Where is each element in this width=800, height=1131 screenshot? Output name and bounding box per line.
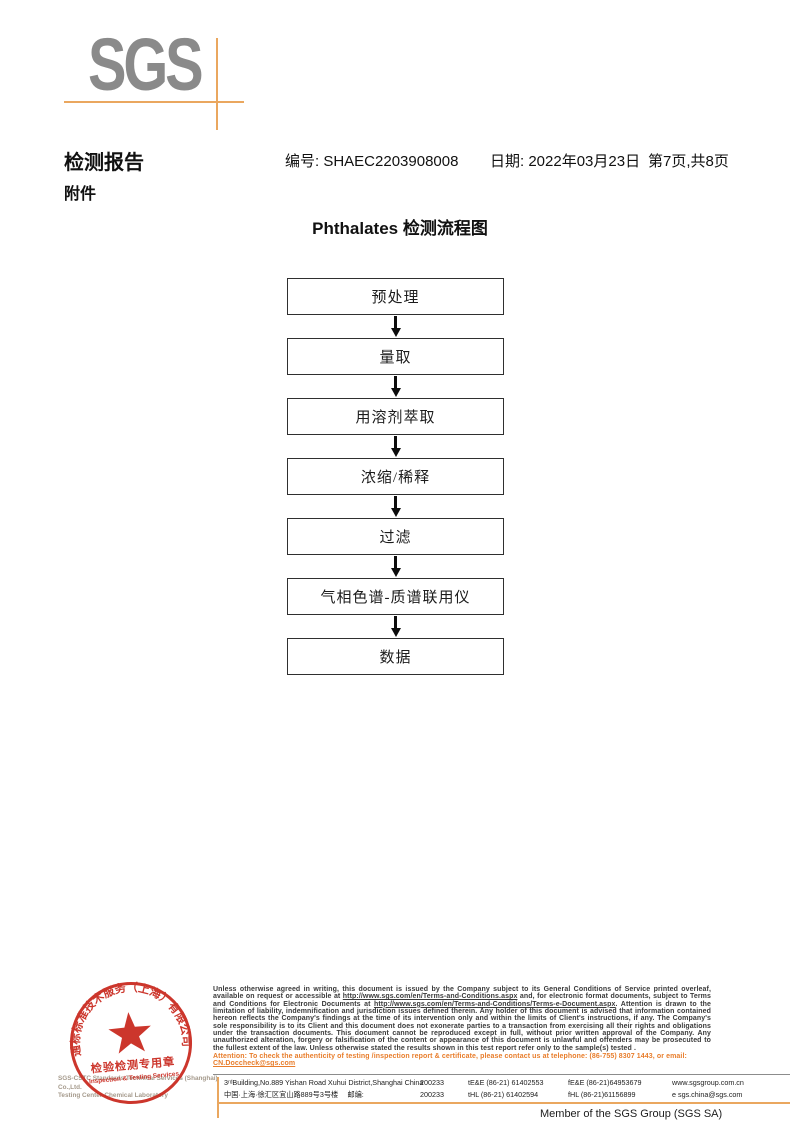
street-address-cn: 中国·上海·徐汇区宜山路889号3号楼 邮编: [224, 1089, 364, 1099]
report-title: 检测报告 [64, 152, 144, 174]
doccheck-email-link[interactable]: CN.Doccheck@sgs.com [213, 1060, 296, 1068]
logo-horizontal-rule [64, 101, 244, 103]
flow-step-gcms: 气相色谱-质谱联用仪 [287, 578, 504, 615]
company-lab-line: Testing Center-Chemical Laboratory [58, 1092, 168, 1100]
postal-code: 200233 [420, 1078, 444, 1087]
flow-step-data: 数据 [287, 638, 504, 675]
terms-disclaimer: Unless otherwise agreed in writing, this… [213, 986, 711, 1068]
attention-text: Attention: To check the authenticity of … [213, 1053, 687, 1061]
flowchart: 预处理 量取 用溶剂萃取 浓缩/稀释 过滤 气相色谱-质谱联用仪 数据 [287, 278, 504, 675]
telephone-number: tHL (86-21) 61402594 [468, 1089, 539, 1099]
sgs-logo: SGS [88, 23, 204, 106]
email-link[interactable]: e sgs.china@sgs.com [672, 1089, 743, 1099]
logo-vertical-rule [216, 38, 218, 130]
website-link[interactable]: www.sgsgroup.com.cn [672, 1078, 744, 1087]
fax-number: fHL (86-21)61156899 [568, 1089, 636, 1099]
address-top-rule [213, 1074, 790, 1075]
page-indicator: 第7页,共8页 [648, 153, 729, 170]
terms-conditions-link[interactable]: http://www.sgs.com/en/Terms-and-Conditio… [342, 993, 518, 1001]
company-name-line: SGS-CSTC Standards Technical Services (S… [58, 1075, 218, 1091]
flow-step-label: 用溶剂萃取 [355, 410, 436, 426]
footer-vertical-rule [217, 1077, 219, 1118]
report-number: 编号: SHAEC2203908008 [285, 153, 459, 170]
attachment-label: 附件 [64, 186, 97, 203]
flow-step-pretreatment: 预处理 [287, 278, 504, 315]
flow-step-solvent-extraction: 用溶剂萃取 [287, 398, 504, 435]
flowchart-title: Phthalates 检测流程图 [312, 219, 488, 238]
attention-note: Attention: To check the authenticity of … [213, 1053, 711, 1068]
flow-step-label: 数据 [379, 650, 412, 666]
arrow-down-icon [287, 495, 504, 518]
telephone-number: tE&E (86-21) 61402553 [468, 1078, 544, 1087]
inspection-seal: 通标标准技术服务（上海）有限公司 检验检测专用章 Inspection & Te… [56, 968, 206, 1118]
report-date: 日期: 2022年03月23日 [490, 153, 641, 170]
star-icon [108, 1012, 151, 1054]
company-name-block: SGS-CSTC Standards Technical Services (S… [58, 1075, 220, 1101]
footer-horizontal-rule [219, 1102, 790, 1104]
sgs-group-membership: Member of the SGS Group (SGS SA) [540, 1108, 723, 1120]
arrow-down-icon [287, 375, 504, 398]
disclaimer-text: Unless otherwise agreed in writing, this… [213, 986, 711, 1001]
seal-graphic: 通标标准技术服务（上海）有限公司 检验检测专用章 Inspection & Te… [63, 975, 194, 1105]
flow-step-concentrate-dilute: 浓缩/稀释 [287, 458, 504, 495]
postal-code: 200233 [420, 1089, 444, 1099]
flow-step-label: 气相色谱-质谱联用仪 [320, 590, 471, 606]
flow-step-label: 浓缩/稀释 [360, 470, 431, 486]
arrow-down-icon [287, 435, 504, 458]
flow-step-label: 过滤 [379, 530, 412, 546]
arrow-down-icon [287, 315, 504, 338]
arrow-down-icon [287, 615, 504, 638]
address-row-en: 3ʳᵈBuilding,No.889 Yishan Road Xuhui Dis… [224, 1077, 790, 1089]
address-row-cn: 中国·上海·徐汇区宜山路889号3号楼 邮编: 200233 tHL (86-2… [224, 1089, 790, 1101]
disclaimer-text: and, for electronic format documents, su… [213, 993, 712, 1008]
disclaimer-text: . Attention is drawn to the limitation o… [213, 1000, 711, 1052]
flow-step-label: 预处理 [371, 290, 420, 306]
terms-e-document-link[interactable]: http://www.sgs.com/en/Terms-and-Conditio… [373, 1000, 616, 1008]
address-block: 3ʳᵈBuilding,No.889 Yishan Road Xuhui Dis… [224, 1077, 790, 1100]
flow-step-measure: 量取 [287, 338, 504, 375]
arrow-down-icon [287, 555, 504, 578]
street-address-en: 3ʳᵈBuilding,No.889 Yishan Road Xuhui Dis… [224, 1078, 424, 1087]
flow-step-filter: 过滤 [287, 518, 504, 555]
flow-step-label: 量取 [379, 350, 412, 366]
fax-number: fE&E (86-21)64953679 [568, 1078, 642, 1087]
